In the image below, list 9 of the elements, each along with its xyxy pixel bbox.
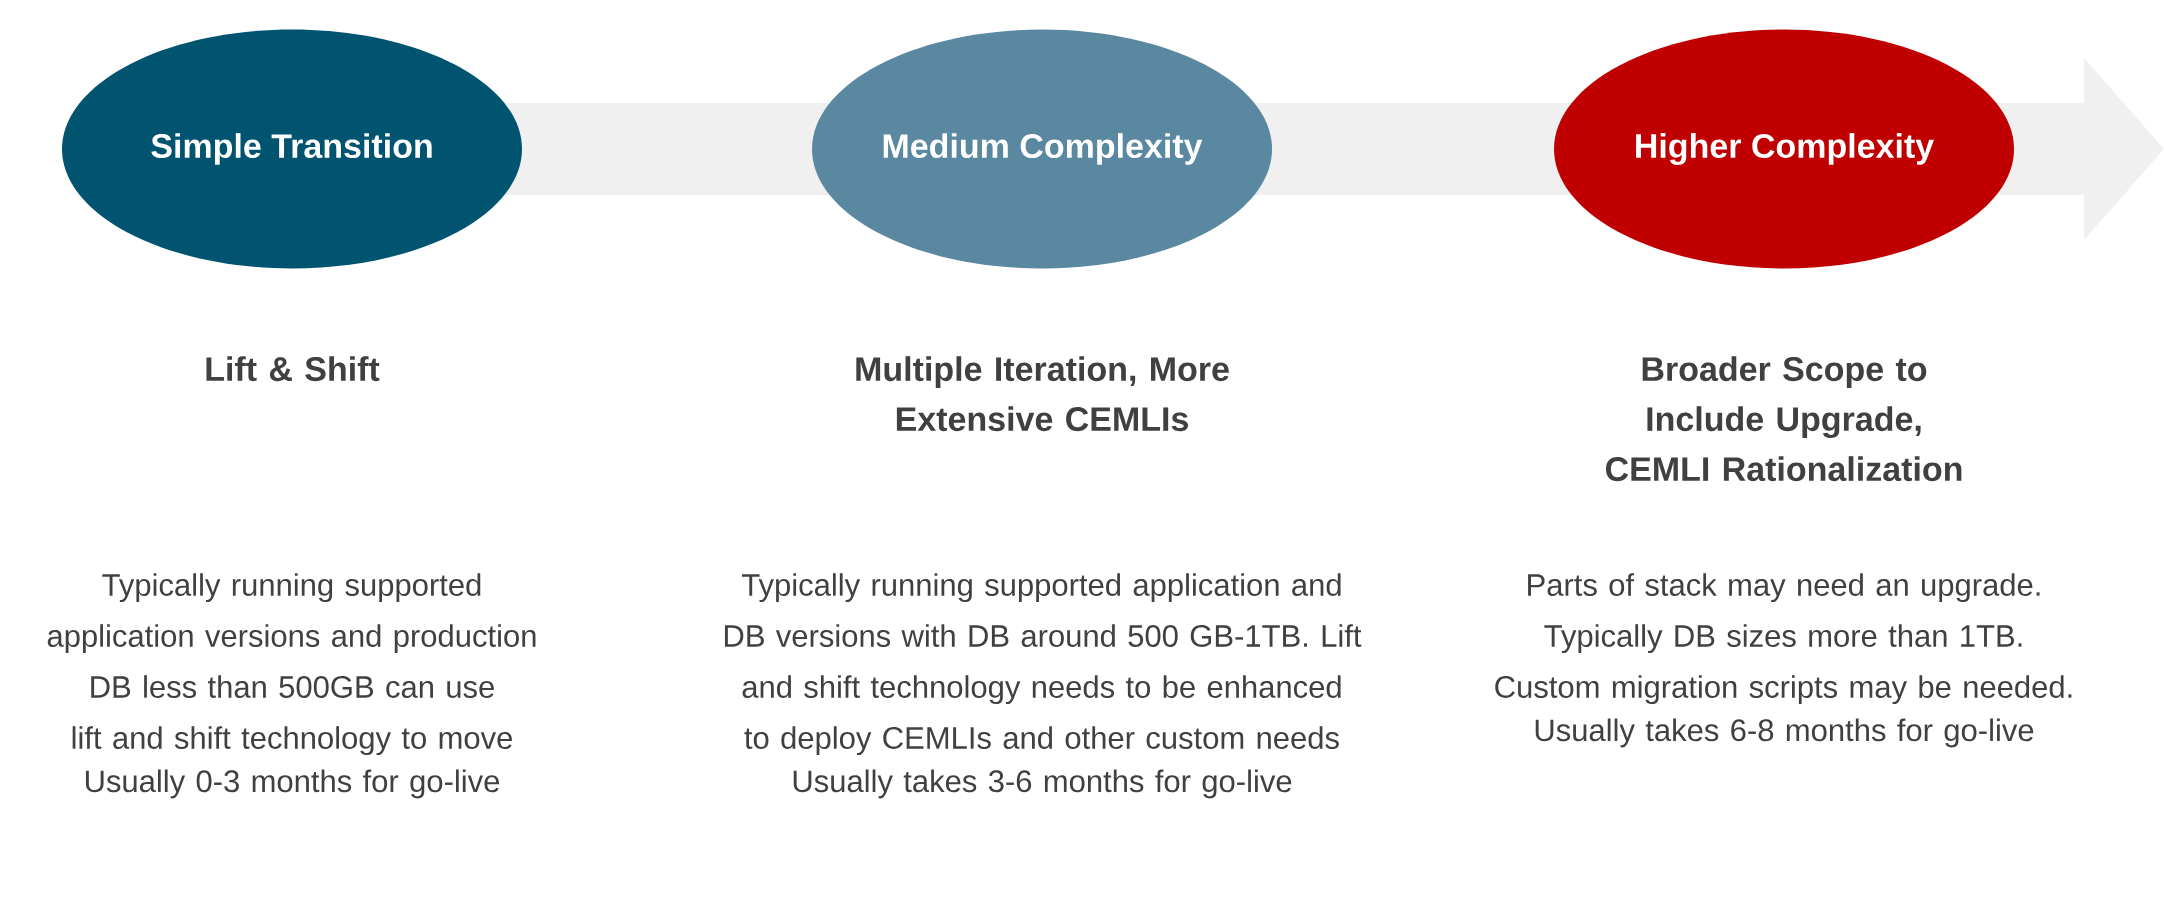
description: Parts of stack may need an upgrade. Typically DB sizes more than 1TB. Custom migration scripts may be needed. <box>1495 573 2072 705</box>
heading: Multiple Iteration, More Extensive CEMLIs <box>856 356 1229 432</box>
timeline-note: Usually takes 3-6 months for go-live <box>793 769 1292 799</box>
heading: Broader Scope to Include Upgrade, CEMLI Rationalization <box>1605 356 1962 482</box>
timeline-note: Usually 0-3 months for go-live <box>85 769 500 799</box>
description: Typically running supported application versions and production DB less than 500GB can use lift and shift technology to move <box>47 573 536 756</box>
heading: Lift & Shift <box>206 356 380 382</box>
description: Typically running supported application and DB versions with DB around 500 GB-1TB. Lift and shift technology needs to be enhanced to deploy CEMLIs and other custom needs <box>724 573 1362 756</box>
timeline-note: Usually takes 6-8 months for go-live <box>1535 718 2034 748</box>
